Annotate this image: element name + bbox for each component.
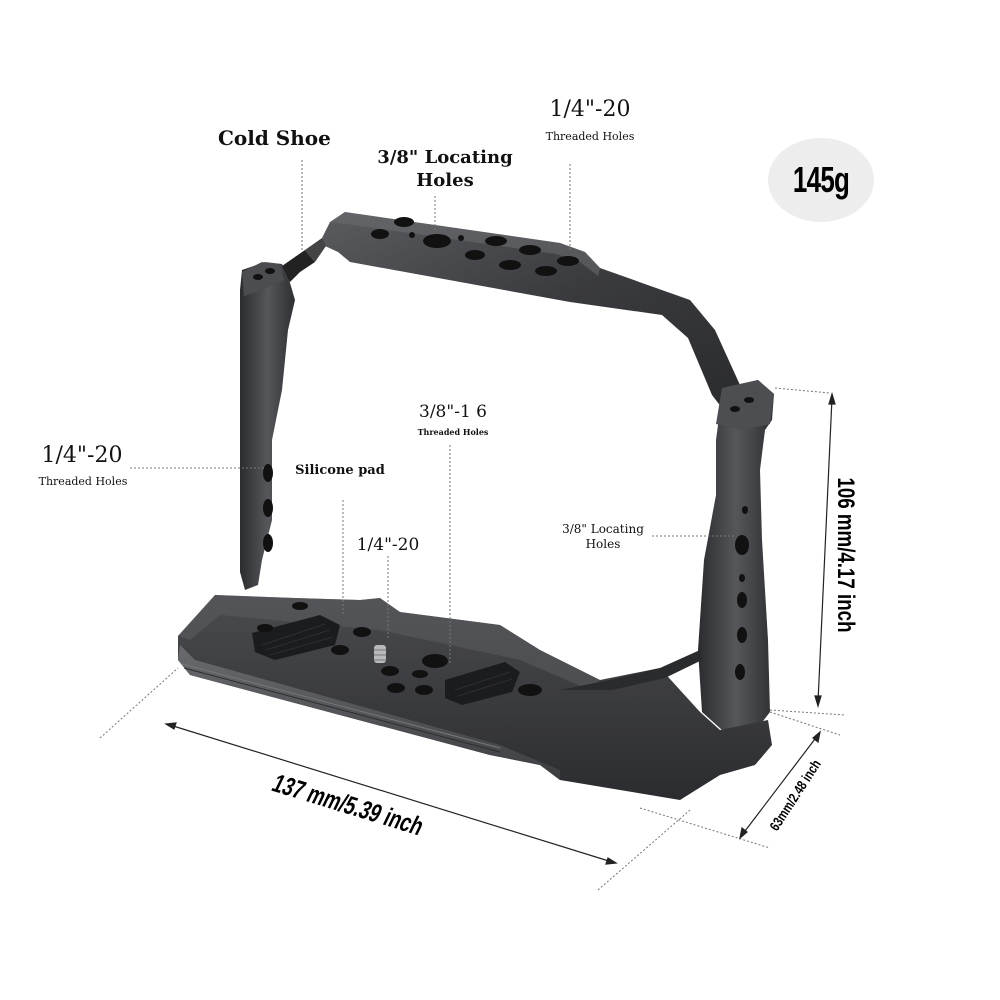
callout-right-locating-line1: 3/8" Locating (562, 522, 644, 536)
callout-center-threaded-title: 3/8"-1 6 (419, 402, 487, 422)
top-handle-plate (322, 212, 742, 408)
base-plate (178, 595, 772, 800)
callout-right-locating-line2: Holes (585, 537, 621, 551)
weight-badge: 145g (768, 138, 874, 222)
weight-value: 145g (792, 159, 850, 200)
callout-center-threaded-subtitle: Threaded Holes (417, 427, 489, 437)
callout-silicone-pad: Silicone pad (295, 463, 385, 478)
quarter-twenty-screw (374, 645, 386, 663)
callout-top-locating-line2: Holes (416, 170, 474, 191)
right-upright (698, 380, 774, 730)
callout-cold-shoe: Cold Shoe (218, 126, 331, 150)
callout-left-threaded-title: 1/4"-20 (41, 443, 123, 468)
left-upright (240, 238, 326, 590)
callout-top-locating-line1: 3/8" Locating (377, 147, 513, 168)
callout-left-threaded-subtitle: Threaded Holes (38, 475, 128, 488)
dimension-height: 106 mm/4.17 inch (832, 477, 859, 633)
dimension-arrows (164, 391, 836, 865)
leader-lines (99, 160, 846, 891)
callout-top-threaded-title: 1/4"-20 (549, 97, 631, 122)
callout-top-threaded-subtitle: Threaded Holes (545, 130, 635, 143)
callout-bottom-screw: 1/4"-20 (356, 535, 420, 555)
